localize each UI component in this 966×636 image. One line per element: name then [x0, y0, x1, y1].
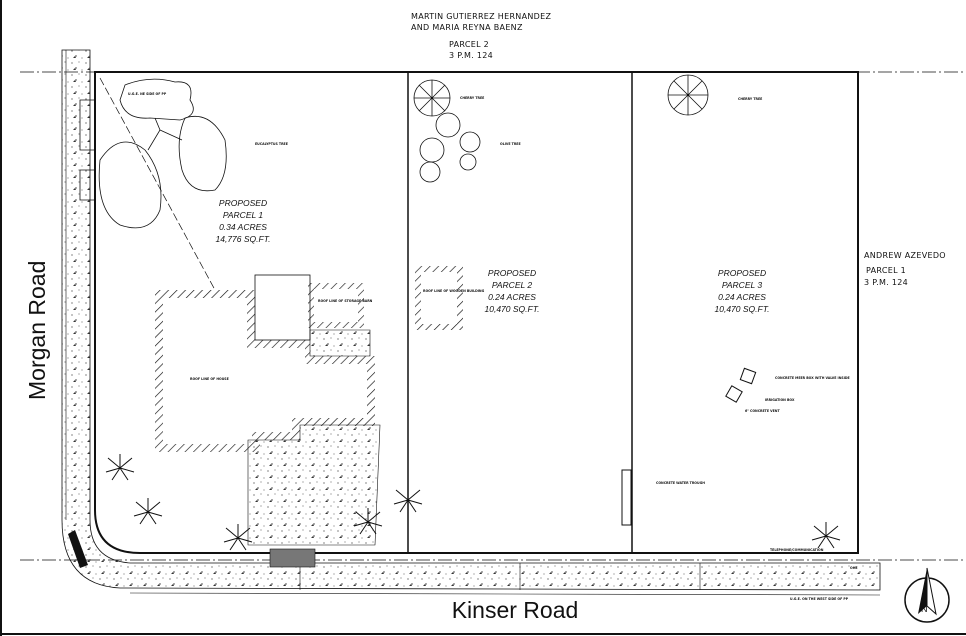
house-roof-line: ROOF LINE OF HOUSE: [155, 290, 375, 452]
east-owner: ANDREW AZEVEDO: [864, 251, 946, 260]
north-ref: 3 P.M. 124: [449, 51, 493, 60]
svg-text:PROPOSED: PROPOSED: [219, 198, 267, 208]
house-label: ROOF LINE OF HOUSE: [190, 377, 229, 381]
svg-text:PARCEL 1: PARCEL 1: [223, 210, 264, 220]
telephone-label: TELEPHONE/COMMUNICATION: [770, 548, 824, 552]
east-ref: 3 P.M. 124: [864, 278, 908, 287]
morgan-road-label: Morgan Road: [24, 261, 50, 400]
eucalyptus-tree-icon: [98, 78, 227, 229]
cherry2-label: CHERRY TREE: [738, 97, 762, 101]
ohe-label: OHE: [850, 566, 858, 570]
meter-box-icon: [739, 367, 757, 385]
svg-text:10,470 SQ.FT.: 10,470 SQ.FT.: [715, 304, 770, 314]
wood-building-label: ROOF LINE OF WOODEN BUILDING: [423, 289, 485, 293]
morgan-road-sidewalk: [61, 49, 881, 596]
barn-label: ROOF LINE OF STORAGE BARN: [318, 299, 373, 303]
palm-tree-icon: [105, 454, 841, 551]
eucalyptus-label: EUCALYPTUS TREE: [255, 142, 288, 146]
cherry-tree-icon-2: [667, 74, 709, 116]
patio: [254, 274, 311, 341]
meter-box-label: CONCRETE MEER BOX WITH VALVE INSIDE: [775, 376, 850, 380]
svg-text:0.24 ACRES: 0.24 ACRES: [488, 292, 536, 302]
north-arrow-icon: N: [904, 567, 950, 623]
svg-text:14,776 SQ.FT.: 14,776 SQ.FT.: [216, 234, 271, 244]
irrigation-box-icon: [725, 385, 743, 403]
driveway-apron: [68, 530, 88, 568]
svg-text:N: N: [921, 604, 928, 614]
concrete-pad: [247, 329, 381, 546]
kinser-road-label: Kinser Road: [452, 597, 579, 623]
trough-label: CONCRETE WATER TROUGH: [656, 481, 705, 485]
east-parcel: PARCEL 1: [866, 266, 906, 275]
svg-text:PARCEL 2: PARCEL 2: [492, 280, 533, 290]
north-owner-line1: MARTIN GUTIERREZ HERNANDEZ: [411, 12, 551, 21]
olive-label: OLIVE TREE: [500, 142, 521, 146]
north-parcel: PARCEL 2: [449, 40, 489, 49]
cherry1-label: CHERRY TREE: [460, 96, 484, 100]
boundary-jog: [79, 99, 95, 201]
property-boundary: [94, 71, 859, 554]
driveway-gate: [269, 548, 316, 568]
svg-text:PROPOSED: PROPOSED: [718, 268, 766, 278]
parcel-3-label: PROPOSED PARCEL 3 0.24 ACRES 10,470 SQ.F…: [715, 268, 770, 314]
parcel-2-label: PROPOSED PARCEL 2 0.24 ACRES 10,470 SQ.F…: [485, 268, 540, 314]
cherry-tree-icon: [413, 79, 451, 117]
svg-text:PROPOSED: PROPOSED: [488, 268, 536, 278]
wooden-building: ROOF LINE OF WOODEN BUILDING: [415, 266, 485, 330]
irrigation-label: IRRIGATION BOX: [765, 398, 795, 402]
parcel-1-label: PROPOSED PARCEL 1 0.34 ACRES 14,776 SQ.F…: [216, 198, 271, 244]
north-owner-line2: AND MARIA REYNA BAENZ: [411, 23, 523, 32]
water-trough: [621, 469, 632, 526]
svg-text:10,470 SQ.FT.: 10,470 SQ.FT.: [485, 304, 540, 314]
pp-corner-label: U.G.E. NE SIDE OF PP: [128, 92, 167, 96]
pp-south-label: U.G.E. ON THE WEST SIDE OF PP: [790, 597, 849, 601]
storage-barn: ROOF LINE OF STORAGE BARN: [308, 283, 373, 328]
svg-text:0.34 ACRES: 0.34 ACRES: [219, 222, 267, 232]
svg-text:PARCEL 3: PARCEL 3: [722, 280, 763, 290]
setback-line: [99, 77, 216, 291]
olive-tree-icon: [419, 112, 481, 183]
svg-text:0.24 ACRES: 0.24 ACRES: [718, 292, 766, 302]
vent-label: 6" CONCRETE VENT: [745, 409, 780, 413]
